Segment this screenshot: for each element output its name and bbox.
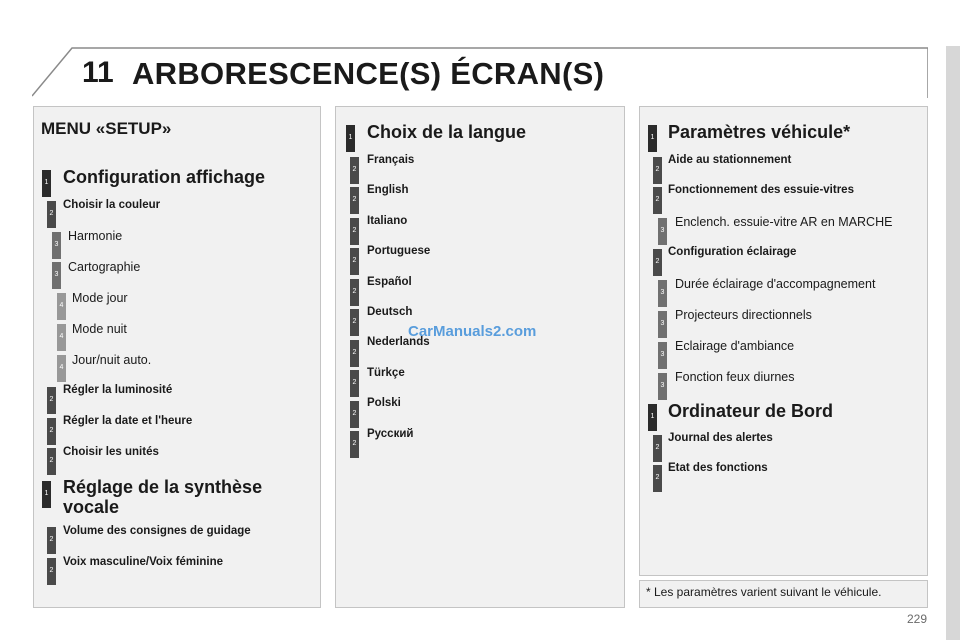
tree-item: Régler la luminosité <box>63 384 173 396</box>
tree-item: Voix masculine/Voix féminine <box>63 556 223 568</box>
tree-item: English <box>367 184 409 196</box>
page-number: 229 <box>907 612 928 626</box>
level-badge: 3 <box>52 262 61 289</box>
tree-item: Paramètres véhicule* <box>668 122 851 142</box>
tree-item: Deutsch <box>367 306 413 318</box>
level-badge: 2 <box>47 448 56 475</box>
tree-item: Configuration éclairage <box>668 246 797 258</box>
tree-item: Harmonie <box>68 229 123 243</box>
level-badge: 4 <box>57 355 66 382</box>
tree-item: Projecteurs directionnels <box>675 308 812 322</box>
level-badge: 2 <box>47 558 56 585</box>
level-badge: 2 <box>350 218 359 245</box>
level-badge: 2 <box>350 248 359 275</box>
level-badge: 1 <box>42 170 51 197</box>
level-badge: 2 <box>350 370 359 397</box>
level-badge: 3 <box>658 342 667 369</box>
tree-item: Mode jour <box>72 291 128 305</box>
level-badge: 2 <box>350 187 359 214</box>
tree-item: Réglage de la synthèse <box>63 477 263 497</box>
tree-item: Русский <box>367 428 414 440</box>
panel-vehicle-settings: 1 Paramètres véhicule* 2 Aide au station… <box>639 106 928 576</box>
tree-item: Jour/nuit auto. <box>72 353 152 367</box>
tree-item: Ordinateur de Bord <box>668 401 834 421</box>
tree-item: Fonctionnement des essuie-vitres <box>668 184 854 196</box>
tree-item: Choix de la langue <box>367 122 527 142</box>
level-badge: 2 <box>350 401 359 428</box>
level-badge: 2 <box>350 340 359 367</box>
level-badge: 2 <box>350 309 359 336</box>
panel-language: 1 Choix de la langue 2 Français 2 Englis… <box>335 106 625 608</box>
level-badge: 2 <box>47 418 56 445</box>
tree-item: Etat des fonctions <box>668 462 768 474</box>
level-badge: 2 <box>47 527 56 554</box>
level-badge: 1 <box>648 404 657 431</box>
header-frame <box>32 47 928 98</box>
tree-item: Polski <box>367 397 401 409</box>
level-badge: 2 <box>47 387 56 414</box>
level-badge: 3 <box>658 373 667 400</box>
level-badge: 2 <box>350 431 359 458</box>
level-badge: 3 <box>658 311 667 338</box>
tree-item: Journal des alertes <box>668 432 773 444</box>
level-badge: 2 <box>350 157 359 184</box>
level-badge: 1 <box>42 481 51 508</box>
level-badge: 4 <box>57 293 66 320</box>
level-badge: 2 <box>653 249 662 276</box>
page-title: ARBORESCENCE(S) ÉCRAN(S) <box>132 56 605 91</box>
level-badge: 4 <box>57 324 66 351</box>
panel-setup-menu: MENU «SETUP» 1 Configuration affichage 2… <box>33 106 321 608</box>
level-badge: 3 <box>658 280 667 307</box>
footnote: * Les paramètres varient suivant le véhi… <box>646 585 882 599</box>
level-badge: 2 <box>653 435 662 462</box>
tree-item: Cartographie <box>68 260 141 274</box>
tree-item: Nederlands <box>367 336 430 348</box>
level-badge: 1 <box>346 125 355 152</box>
tree-item: Español <box>367 276 412 288</box>
level-badge: 2 <box>653 187 662 214</box>
tree-item: Configuration affichage <box>63 167 265 187</box>
tree-item: Choisir la couleur <box>63 199 161 211</box>
level-badge: 3 <box>658 218 667 245</box>
level-badge: 2 <box>653 157 662 184</box>
page-edge-strip <box>946 46 960 640</box>
tree-item: Enclench. essuie-vitre AR en MARCHE <box>675 215 893 229</box>
tree-item: Choisir les unités <box>63 446 159 458</box>
chapter-header: 11 ARBORESCENCE(S) ÉCRAN(S) <box>32 46 928 100</box>
tree-item: Volume des consignes de guidage <box>63 525 251 537</box>
menu-title: MENU «SETUP» <box>41 119 172 138</box>
level-badge: 1 <box>648 125 657 152</box>
level-badge: 3 <box>52 232 61 259</box>
chapter-number: 11 <box>82 56 114 89</box>
tree-item: Durée éclairage d'accompagnement <box>675 277 876 291</box>
tree-item: Mode nuit <box>72 322 127 336</box>
tree-item: Aide au stationnement <box>668 154 792 166</box>
tree-item: Eclairage d'ambiance <box>675 339 795 353</box>
level-badge: 2 <box>653 465 662 492</box>
tree-item: Portuguese <box>367 245 431 257</box>
tree-item: Français <box>367 154 415 166</box>
tree-item: vocale <box>63 497 120 517</box>
watermark: CarManuals2.com <box>408 323 537 340</box>
tree-item: Fonction feux diurnes <box>675 370 795 384</box>
tree-item: Italiano <box>367 215 408 227</box>
tree-item: Türkçe <box>367 367 405 379</box>
tree-item: Régler la date et l'heure <box>63 415 193 427</box>
footnote-box <box>639 580 928 608</box>
level-badge: 2 <box>47 201 56 228</box>
level-badge: 2 <box>350 279 359 306</box>
